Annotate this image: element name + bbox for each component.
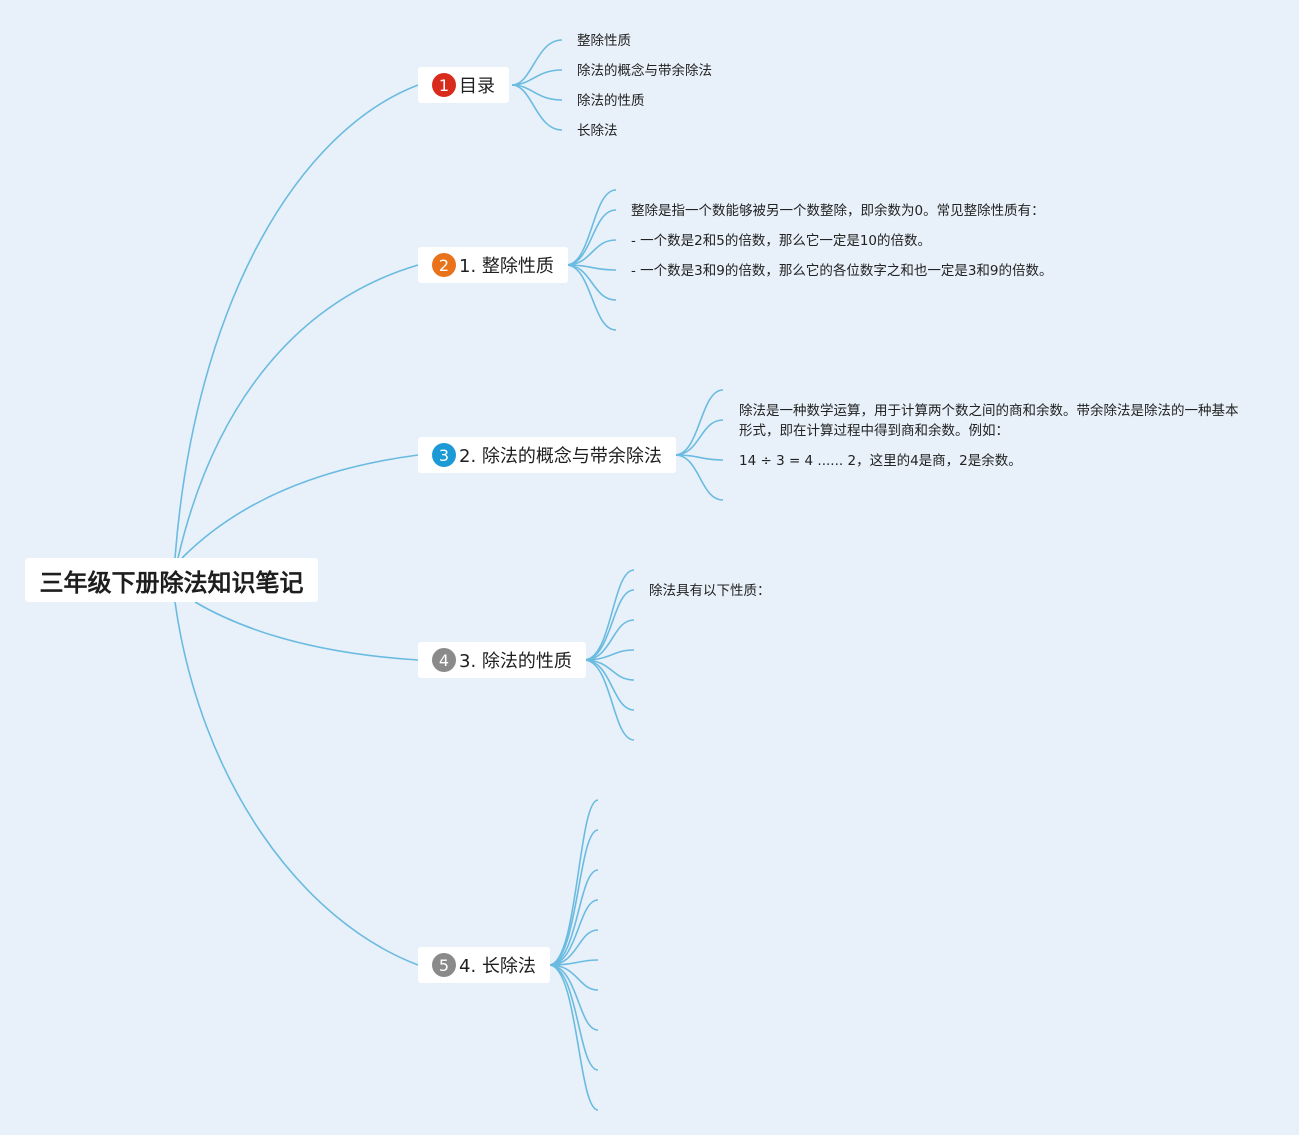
priority-marker-5-icon: 5 (432, 953, 456, 977)
fan-toc (511, 39, 563, 131)
toc-item[interactable]: 整除性质 (577, 33, 631, 49)
root-topic-title: 三年级下册除法知识笔记 (39, 568, 304, 597)
section-2-item[interactable]: 14 ÷ 3 = 4 ...... 2，这里的4是商，2是余数。 (739, 453, 1022, 469)
toc-item[interactable]: 除法的性质 (577, 93, 645, 109)
root-topic[interactable]: 三年级下册除法知识笔记 (25, 558, 318, 602)
section-2-item[interactable]: 除法是一种数学运算，用于计算两个数之间的商和余数。带余除法是除法的一种基本形式，… (739, 403, 1239, 439)
priority-marker-1-icon: 1 (432, 73, 456, 97)
fan-section-1 (565, 189, 617, 331)
toc-item[interactable]: 长除法 (577, 123, 618, 139)
fan-section-4 (548, 799, 599, 1111)
branch-section-1[interactable]: 2 1. 整除性质 (418, 247, 568, 283)
section-1-item[interactable]: 整除是指一个数能够被另一个数整除，即余数为0。常见整除性质有： (631, 203, 1045, 219)
branch-section-2-label: 2. 除法的概念与带余除法 (459, 446, 662, 467)
branch-section-3[interactable]: 4 3. 除法的性质 (418, 642, 586, 678)
branch-section-4[interactable]: 5 4. 长除法 (418, 947, 550, 983)
link-root-section-2 (181, 454, 419, 559)
branch-toc-label: 目录 (459, 76, 495, 97)
link-root-section-3 (194, 601, 419, 661)
fan-section-2 (674, 389, 724, 501)
branch-section-1-label: 1. 整除性质 (459, 256, 554, 277)
branch-section-2[interactable]: 3 2. 除法的概念与带余除法 (418, 437, 676, 473)
fan-section-3 (583, 569, 635, 741)
link-root-toc (174, 84, 419, 559)
section-3-item[interactable]: 除法具有以下性质： (649, 583, 771, 599)
toc-item[interactable]: 除法的概念与带余除法 (577, 63, 712, 79)
link-root-section-4 (174, 601, 419, 966)
section-1-item[interactable]: - 一个数是3和9的倍数，那么它的各位数字之和也一定是3和9的倍数。 (631, 263, 1053, 279)
branch-section-3-label: 3. 除法的性质 (459, 651, 572, 672)
priority-marker-2-icon: 2 (432, 253, 456, 277)
link-root-section-1 (177, 264, 419, 559)
section-1-item[interactable]: - 一个数是2和5的倍数，那么它一定是10的倍数。 (631, 233, 932, 249)
branch-section-4-label: 4. 长除法 (459, 956, 536, 977)
connector-lines (174, 39, 724, 1111)
priority-marker-4-icon: 4 (432, 648, 456, 672)
priority-marker-3-icon: 3 (432, 443, 456, 467)
branch-toc[interactable]: 1 目录 (418, 67, 509, 103)
